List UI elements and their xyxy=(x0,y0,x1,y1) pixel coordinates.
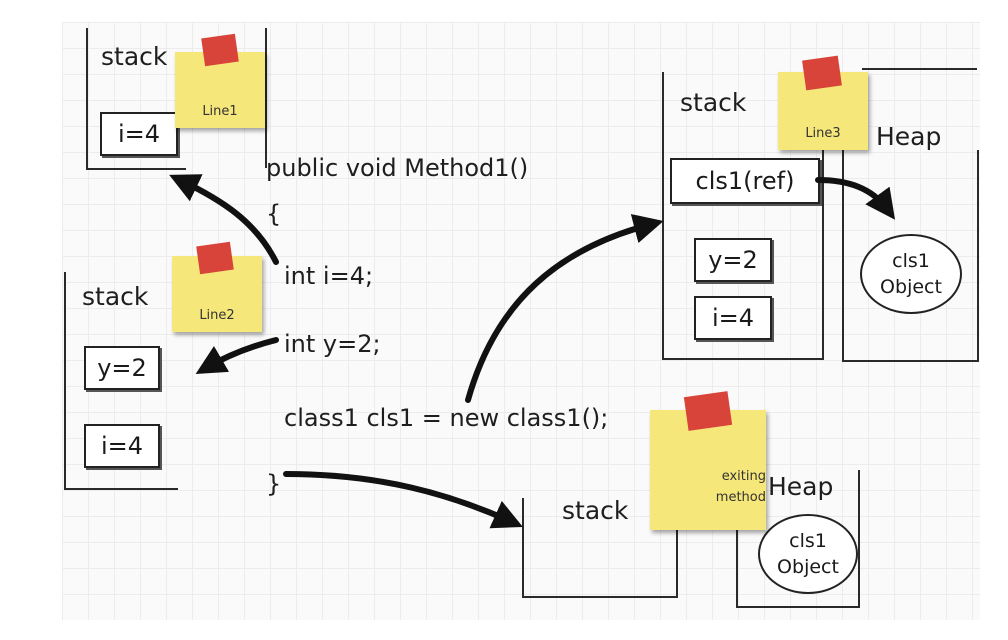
exit-note-line1: exiting xyxy=(721,469,766,484)
line3-object-name: cls1 xyxy=(892,250,930,272)
exit-note-line2: method xyxy=(715,490,766,505)
exit-stack-frame xyxy=(522,498,678,598)
arrow-int-y-to-line2 xyxy=(195,337,279,375)
line2-stack-item-y: y=2 xyxy=(84,346,160,390)
code-close-brace: } xyxy=(266,470,282,498)
exit-object-word: Object xyxy=(777,556,839,578)
code-signature: public void Method1() xyxy=(266,154,529,182)
line1-stack-bottom xyxy=(86,168,186,170)
exit-heap-frame xyxy=(736,470,860,608)
exit-sticky-note: exiting method xyxy=(650,410,766,530)
line3-stack-item-y: y=2 xyxy=(694,238,772,282)
exit-heap-label: Heap xyxy=(768,472,834,501)
line3-stack-label: stack xyxy=(680,88,747,117)
line2-stack-label: stack xyxy=(82,282,149,311)
line3-stack-item-i: i=4 xyxy=(694,296,772,340)
exit-object-name: cls1 xyxy=(789,530,827,552)
line3-stack-item-ref: cls1(ref) xyxy=(670,158,820,204)
line3-heap-object: cls1 Object xyxy=(860,234,962,314)
exit-stack-label: stack xyxy=(562,496,629,525)
arrow-int-i-to-line1 xyxy=(169,174,279,265)
line3-heap-top xyxy=(862,68,977,70)
line2-stack-item-i: i=4 xyxy=(84,424,160,468)
code-open-brace: { xyxy=(266,200,282,228)
arrow-new-to-line3 xyxy=(465,214,664,403)
code-line-new-class: class1 cls1 = new class1(); xyxy=(284,404,609,432)
line3-heap-label: Heap xyxy=(876,122,942,151)
line1-stack-frame xyxy=(86,28,267,168)
exit-heap-object: cls1 Object xyxy=(758,514,858,594)
line3-object-word: Object xyxy=(880,276,942,298)
arrow-ref-to-object xyxy=(815,177,896,220)
line3-heap-left xyxy=(842,150,844,362)
line1-sticky-note: Line1 xyxy=(175,52,265,128)
code-line-int-y: int y=2; xyxy=(284,330,381,358)
line2-sticky-note: Line2 xyxy=(172,256,262,332)
line1-stack-item-i: i=4 xyxy=(100,112,178,156)
line3-divider xyxy=(822,150,824,358)
arrow-close-to-exit xyxy=(283,471,523,529)
line3-heap-frame xyxy=(842,150,979,362)
line1-stack-label: stack xyxy=(101,42,168,71)
code-line-int-i: int i=4; xyxy=(284,262,374,290)
line2-stack-frame xyxy=(64,272,178,490)
